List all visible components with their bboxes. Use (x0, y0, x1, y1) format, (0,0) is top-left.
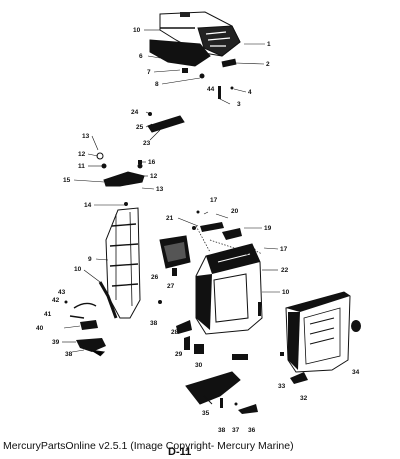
callout-33: 34 (352, 369, 360, 376)
callout-19: 17 (210, 197, 218, 204)
callout-27: 27 (167, 283, 175, 290)
callout-7: 7 (147, 69, 151, 76)
callout-39: 39 (52, 339, 60, 346)
cowl-seal (149, 27, 211, 67)
cowl-frame-left (105, 202, 141, 319)
callout-30: 30 (195, 362, 203, 369)
callout-12b: 12 (150, 173, 158, 180)
callout-9: 9 (88, 256, 92, 263)
callout-29: 29 (175, 351, 183, 358)
callout-8: 8 (155, 81, 159, 88)
callout-25: 25 (136, 124, 144, 131)
bottom-cowl-housing (195, 243, 263, 335)
air-box-26 (159, 235, 191, 276)
callout-11: 11 (78, 163, 85, 170)
callout-40: 40 (36, 325, 44, 332)
top-cowl (159, 11, 241, 57)
latch-hardware-left (64, 300, 106, 357)
callout-17: 19 (264, 225, 272, 232)
bracket-23 (147, 112, 185, 133)
bracket-15 (96, 152, 145, 187)
page-code: D-11 (168, 446, 192, 458)
latch-parts (182, 58, 237, 99)
callout-15: 15 (63, 177, 71, 184)
callout-10b: 10 (74, 266, 82, 273)
lower-small-parts (158, 300, 261, 360)
cowl-strip-10 (98, 281, 118, 319)
callout-19b: 17 (280, 246, 288, 253)
callout-34: 35 (202, 410, 210, 417)
pivot-parts (192, 210, 256, 252)
callout-35: 36 (248, 427, 256, 434)
callout-13: 13 (82, 133, 90, 140)
callout-23: 23 (143, 140, 151, 147)
callout-28: 28 (171, 329, 179, 336)
callout-3: 3 (237, 101, 241, 108)
callout-12: 12 (78, 151, 86, 158)
callout-31: 32 (300, 395, 308, 402)
callout-24: 24 (131, 109, 139, 116)
callout-20: 20 (231, 208, 239, 215)
callout-labels: 1 2 3 4 6 7 8 10 44 24 25 23 13 12 11 15… (36, 27, 360, 434)
callout-37b: 38 (218, 427, 226, 434)
image-credit: MercuryPartsOnline v2.5.1 (Image Copyrig… (3, 440, 294, 452)
callout-38: 38 (65, 351, 73, 358)
lower-bracket (185, 371, 258, 414)
callout-4: 4 (248, 89, 252, 96)
callout-32: 33 (278, 383, 286, 390)
callout-2: 2 (266, 61, 270, 68)
rear-cowl-panel (280, 291, 361, 384)
callout-44: 44 (207, 86, 215, 93)
callout-14: 14 (84, 202, 92, 209)
callout-16: 16 (148, 159, 156, 166)
callout-6: 6 (139, 53, 143, 60)
callout-36: 37 (232, 427, 240, 434)
callout-10: 10 (133, 27, 141, 34)
callout-1: 1 (267, 41, 271, 48)
callout-26: 26 (151, 274, 159, 281)
callout-43: 43 (58, 289, 66, 296)
callout-21: 21 (166, 215, 174, 222)
callout-22: 22 (281, 267, 289, 274)
callout-42: 42 (52, 297, 60, 304)
callout-37: 38 (150, 320, 158, 327)
callout-10c: 10 (282, 289, 290, 296)
callout-41: 41 (44, 311, 52, 318)
callout-13b: 13 (156, 186, 164, 193)
